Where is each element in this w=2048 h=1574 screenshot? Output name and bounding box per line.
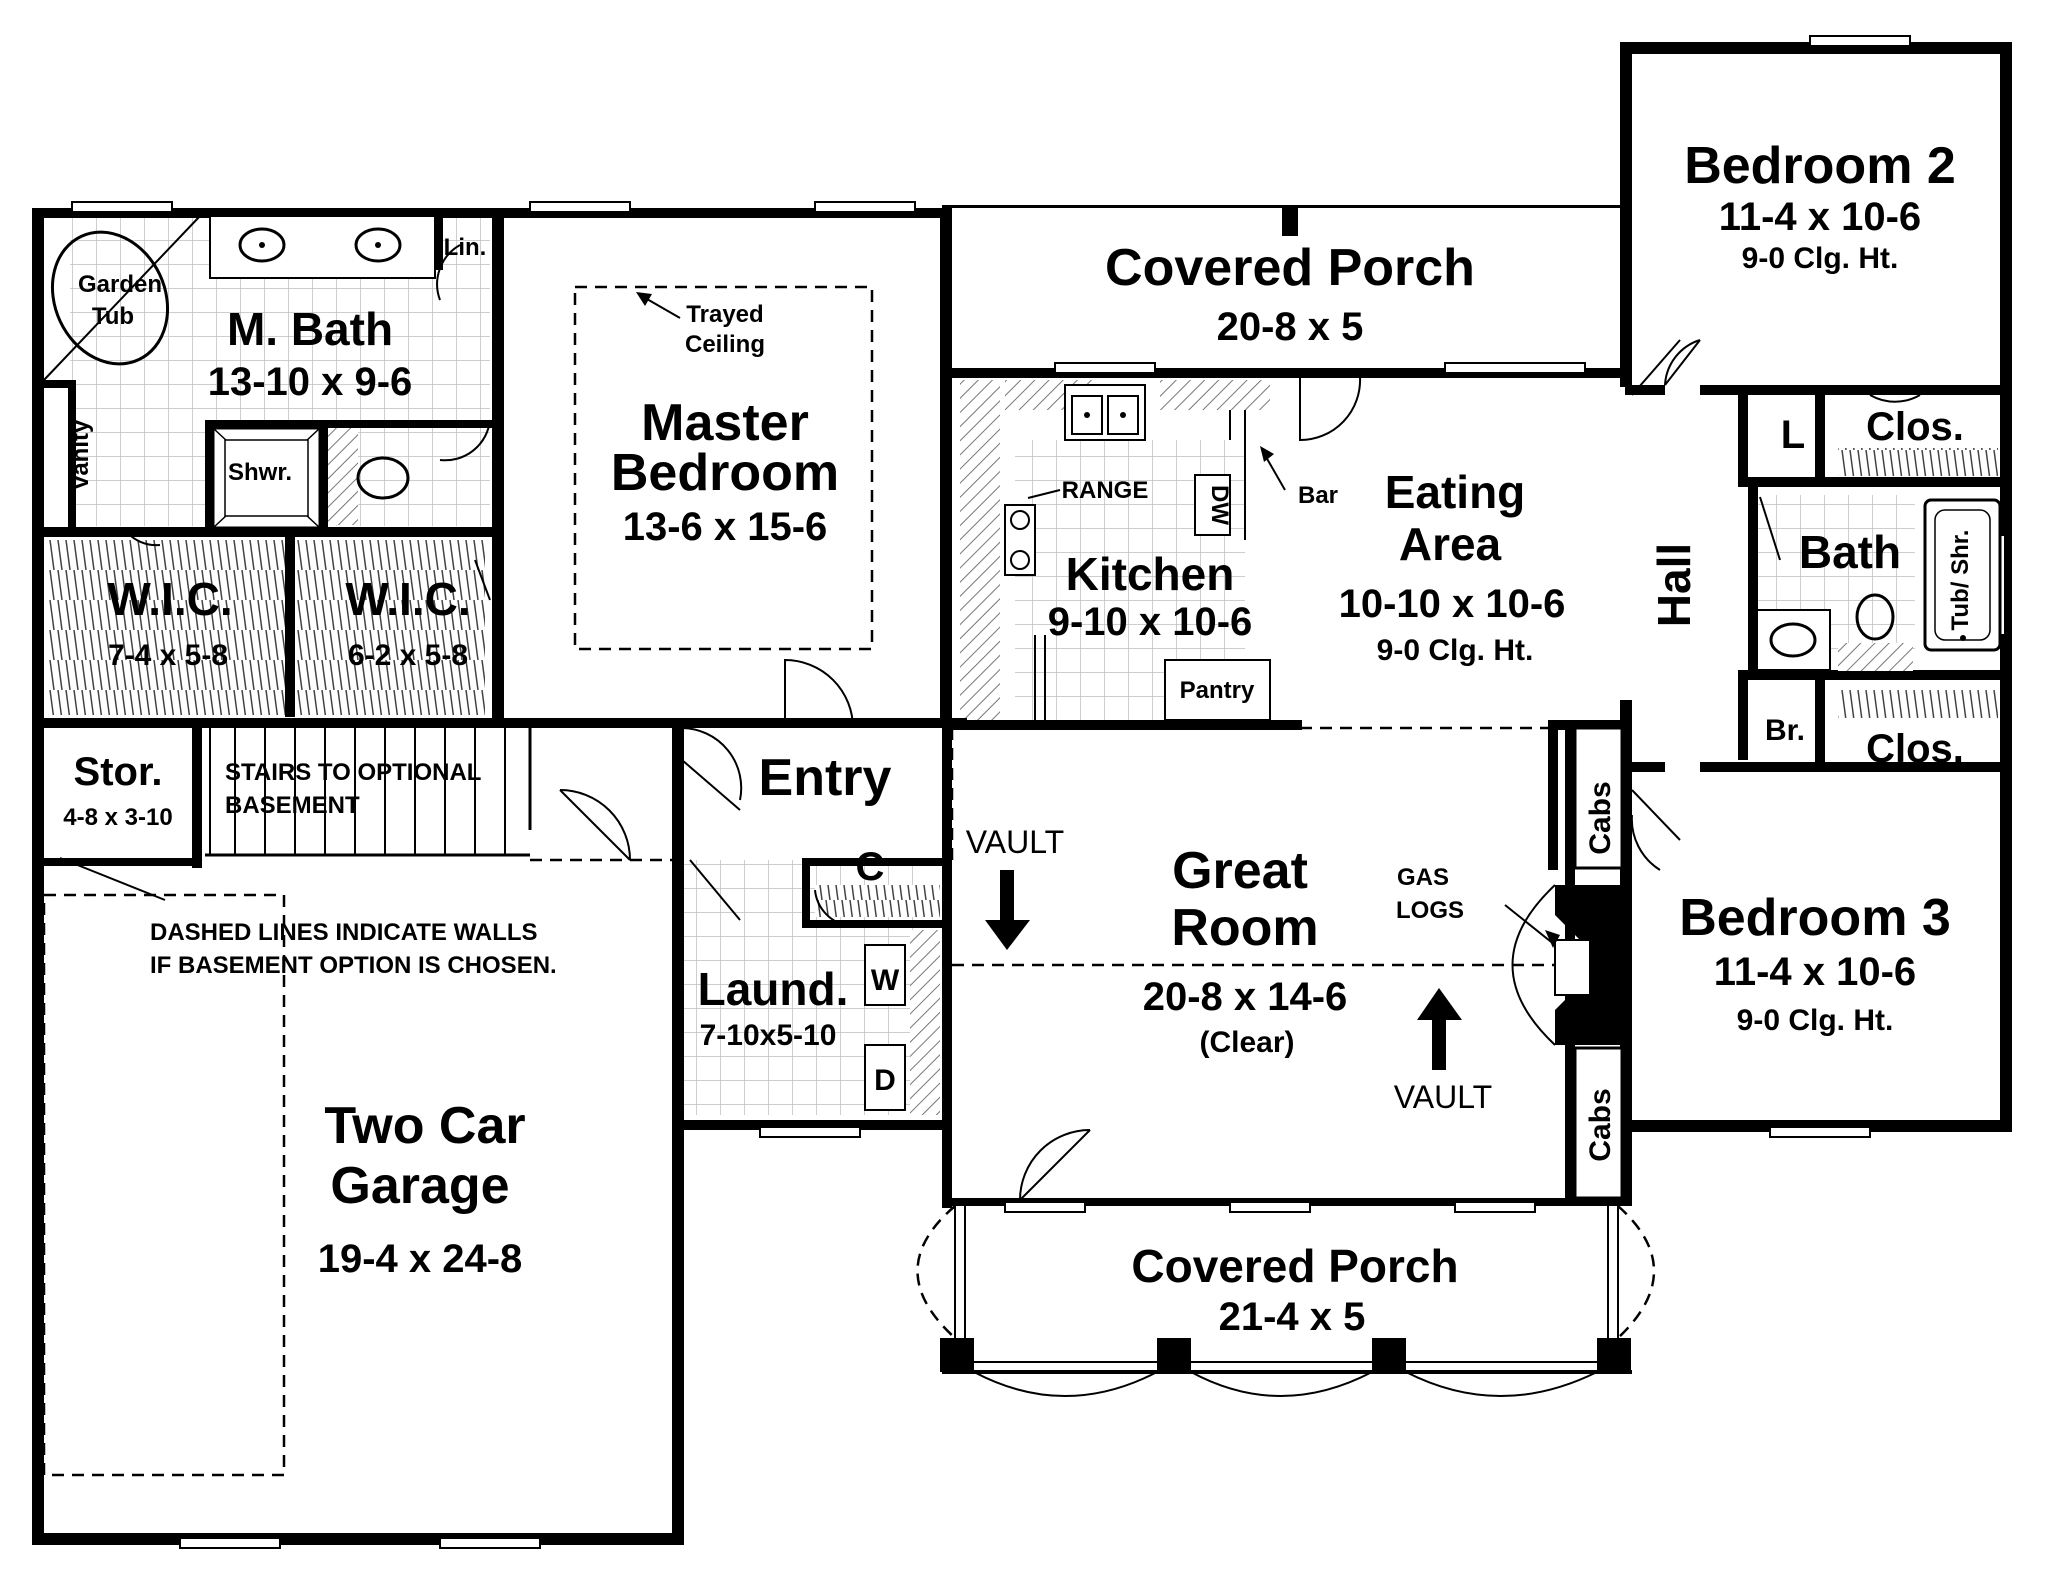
master-bedroom-size: 13-6 x 15-6 [623, 505, 828, 549]
covered-porch-bottom-name: Covered Porch [1131, 1240, 1458, 1292]
garden-tub [50, 230, 170, 366]
master-toilet [356, 456, 410, 500]
closet-bottom-hanging [1838, 690, 1998, 718]
garden-tub-label-1: Garden [78, 271, 162, 298]
cabs-bottom-box [1573, 1046, 1624, 1200]
hall-name: Hall [1648, 543, 1700, 627]
kitchen-name: Kitchen [1066, 548, 1235, 600]
vault-top-label: VAULT [966, 824, 1064, 860]
master-bedroom-name-2: Bedroom [611, 444, 839, 502]
broom-closet-label: Br. [1765, 714, 1805, 747]
bath-name: Bath [1799, 526, 1901, 578]
master-bath-sinks [209, 215, 436, 279]
kitchen-counter-left [960, 380, 1000, 720]
closet-top-hanging [1838, 448, 1998, 476]
linen-closet-label: L [1781, 413, 1805, 457]
laundry-counter [910, 930, 940, 1115]
trayed-ceiling-outline [573, 285, 874, 651]
cabs-top-label: Cabs [1584, 781, 1617, 854]
gas-logs-label-1: GAS [1397, 864, 1449, 891]
cabs-top-box [1573, 726, 1624, 870]
great-room-size: 20-8 x 14-6 [1143, 975, 1348, 1019]
covered-porch-bottom-size: 21-4 x 5 [1219, 1295, 1366, 1339]
gas-logs-pointer [1504, 904, 1556, 946]
range-label: RANGE [1062, 477, 1149, 504]
eating-area-name-2: Area [1399, 518, 1502, 570]
bedroom3-name: Bedroom 3 [1679, 889, 1951, 947]
trayed-ceiling-label-2: Ceiling [685, 331, 765, 358]
eating-area-size: 10-10 x 10-6 [1339, 582, 1566, 626]
vault-arrows [985, 870, 1462, 1070]
dashed-note-2: IF BASEMENT OPTION IS CHOSEN. [150, 952, 557, 979]
vanity-label: Vanity [67, 419, 94, 490]
wic2-name: W.I.C. [345, 573, 470, 625]
bedroom2-ceiling: 9-0 Clg. Ht. [1742, 242, 1899, 275]
bath-fixtures [1756, 496, 2002, 671]
stairs-note-1: STAIRS TO OPTIONAL [225, 759, 481, 786]
wic2-size: 6-2 x 5-8 [348, 639, 468, 672]
trayed-ceiling-label-1: Trayed [686, 301, 763, 328]
bar-label: Bar [1298, 482, 1338, 509]
laundry-size: 7-10x5-10 [700, 1019, 837, 1052]
covered-porch-top-name: Covered Porch [1105, 239, 1475, 297]
pantry-label: Pantry [1180, 677, 1255, 704]
shower-label: Shwr. [228, 459, 292, 486]
covered-porch-top-size: 20-8 x 5 [1217, 305, 1364, 349]
basement-option-walls [42, 726, 1555, 1477]
linen-label: Lin. [444, 234, 487, 261]
porch-post-top [1282, 208, 1298, 236]
great-room-note: (Clear) [1199, 1026, 1294, 1059]
vault-bottom-label: VAULT [1394, 1079, 1492, 1115]
kitchen-fixtures [1004, 384, 1286, 721]
toilet-wall [328, 425, 358, 525]
closet-top-name: Clos. [1866, 405, 1964, 449]
stairs [205, 728, 532, 857]
fireplace [1555, 885, 1620, 1045]
doors [59, 244, 1921, 1201]
washer [864, 944, 906, 1006]
gas-logs-label-2: LOGS [1396, 897, 1464, 924]
closet-bottom-name: Clos. [1866, 727, 1964, 771]
firebox [1554, 939, 1591, 996]
storage-size: 4-8 x 3-10 [63, 804, 172, 831]
master-bath-size: 13-10 x 9-6 [208, 360, 413, 404]
bedroom3-ceiling: 9-0 Clg. Ht. [1737, 1004, 1894, 1037]
bedroom2-name: Bedroom 2 [1684, 137, 1956, 195]
coat-closet-label: C [856, 845, 885, 889]
bedroom2-size: 11-4 x 10-6 [1719, 195, 1921, 239]
garage-name-2: Garage [330, 1157, 509, 1215]
laundry-name: Laund. [698, 963, 849, 1015]
wic1-size: 7-4 x 5-8 [108, 639, 228, 672]
front-porch-posts [916, 1205, 1656, 1397]
wic2-hanging [295, 540, 485, 715]
master-bath-name: M. Bath [227, 303, 393, 355]
coat-closet-hanging [815, 885, 940, 917]
washer-label: W [871, 964, 900, 997]
master-bedroom-name-1: Master [641, 394, 809, 452]
storage-name: Stor. [74, 750, 163, 794]
great-room-name-1: Great [1172, 842, 1308, 900]
stairs-note-2: BASEMENT [225, 792, 360, 819]
dryer [864, 1044, 906, 1111]
wic1-hanging [48, 540, 288, 715]
dishwasher-label: DW [1206, 485, 1233, 525]
garage-name-1: Two Car [324, 1097, 525, 1155]
eating-area-ceiling: 9-0 Clg. Ht. [1377, 634, 1534, 667]
garden-tub-label-2: Tub [92, 303, 134, 330]
garage-size: 19-4 x 24-8 [318, 1237, 523, 1281]
dashed-note-1: DASHED LINES INDICATE WALLS [150, 919, 538, 946]
eating-area-name-1: Eating [1385, 466, 1526, 518]
kitchen-counter-top-b [1160, 380, 1270, 410]
kitchen-size: 9-10 x 10-6 [1048, 600, 1253, 644]
bedroom3-size: 11-4 x 10-6 [1714, 950, 1916, 994]
great-room-name-2: Room [1171, 899, 1318, 957]
wic1-name: W.I.C. [107, 573, 232, 625]
cabs-bottom-label: Cabs [1584, 1088, 1617, 1161]
tub-shower-label: Tub/ Shr. [1947, 530, 1974, 631]
dryer-label: D [874, 1064, 896, 1097]
entry-name: Entry [759, 749, 892, 807]
